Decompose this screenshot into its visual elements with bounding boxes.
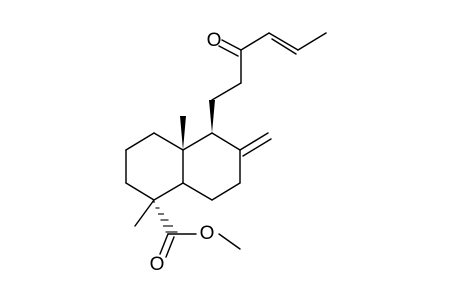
ketone-double-bond-inner bbox=[218, 45, 239, 57]
side-chain-wedge bbox=[209, 100, 215, 133]
ring-bond bbox=[182, 182, 213, 201]
terminal-methyl-bond bbox=[297, 32, 327, 51]
exocyclic-methylene-double-bond bbox=[242, 138, 272, 157]
ring-bond bbox=[153, 182, 184, 201]
exocyclic-methylene-single-bond bbox=[239, 132, 269, 151]
ring-bond bbox=[211, 132, 241, 151]
side-chain-bond bbox=[240, 32, 270, 51]
enone-side-chain bbox=[211, 32, 327, 101]
ester-carbonyl-double-bond bbox=[159, 233, 169, 255]
ring-bond bbox=[125, 182, 155, 201]
ketone-oxygen-label: O bbox=[207, 30, 222, 51]
ester-carbonyl-oxygen-label: O bbox=[150, 254, 165, 275]
carbon-carbon-double-bond bbox=[268, 32, 299, 51]
ring-bond bbox=[182, 132, 213, 151]
ring-bond bbox=[153, 132, 184, 151]
side-chain-bond bbox=[211, 82, 242, 101]
ring-bond bbox=[125, 132, 155, 151]
ester-ether-oxygen-label: O bbox=[200, 223, 215, 244]
ketone-double-bond bbox=[221, 39, 242, 51]
ring-bond bbox=[211, 182, 241, 201]
left-cyclohexane-ring bbox=[125, 132, 184, 201]
ring-substituent-bonds bbox=[134, 100, 272, 233]
methyl-bond bbox=[134, 199, 155, 227]
methyl-ester-group bbox=[159, 233, 241, 258]
ester-carbonyl-double-bond-inner bbox=[165, 236, 175, 258]
right-cyclohexane-ring bbox=[182, 132, 241, 201]
carbon-carbon-double-bond-inner bbox=[271, 38, 297, 55]
atom-labels: O O O bbox=[150, 30, 222, 275]
ester-methyl-bond bbox=[218, 233, 241, 250]
angular-methyl-wedge bbox=[180, 116, 186, 150]
